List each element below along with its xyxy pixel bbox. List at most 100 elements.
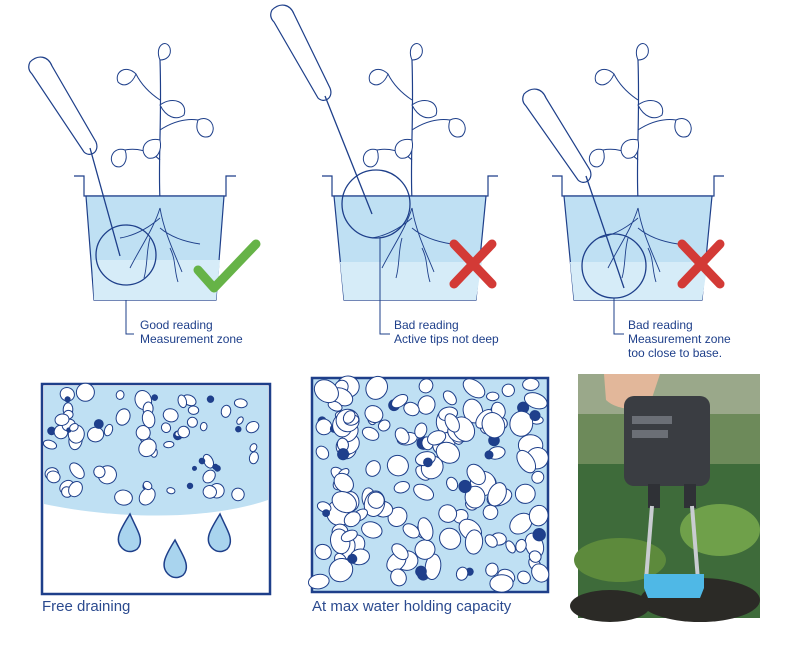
pebble (361, 521, 383, 539)
pebble (75, 382, 95, 402)
water-film (198, 457, 206, 465)
pebble (531, 470, 545, 484)
pebble (486, 391, 500, 402)
pebble (59, 387, 75, 402)
pebble (482, 504, 499, 521)
pebble (42, 439, 58, 450)
pebble (464, 485, 486, 509)
pebble (417, 395, 436, 415)
pebble (114, 489, 133, 506)
caption-bad-reading-base: Bad reading Measurement zone too close t… (628, 318, 731, 360)
sensor-prong (644, 505, 654, 581)
pebble (331, 491, 357, 514)
pebble (103, 423, 114, 437)
pebble (394, 427, 410, 445)
pebble (365, 375, 388, 400)
water-film (93, 419, 104, 429)
pebble (418, 378, 434, 394)
water-film (151, 394, 158, 401)
pebble (245, 420, 260, 434)
probe-rod (585, 175, 625, 289)
check-icon (193, 239, 261, 293)
pebble (528, 504, 549, 527)
pebble (313, 379, 339, 404)
wet-zone (340, 262, 482, 300)
pebble (364, 405, 384, 424)
pot-rim (322, 175, 498, 197)
pebble (515, 538, 527, 553)
caption-line: Bad reading (628, 318, 693, 332)
water-film (529, 410, 541, 422)
water-film (347, 553, 358, 564)
cross-icon (449, 239, 497, 289)
pebble (138, 487, 156, 506)
pebble (46, 470, 61, 484)
probe-rod (89, 147, 121, 257)
water-film (484, 450, 494, 460)
measurement-zone-circle (95, 224, 157, 286)
caption-good-reading: Good reading Measurement zone (140, 318, 243, 346)
pebble (342, 410, 356, 424)
pot-good-reading (28, 42, 261, 335)
water-film (235, 426, 242, 433)
pebble (202, 485, 217, 499)
pebble (413, 483, 435, 501)
pebble (163, 440, 175, 449)
pebble (177, 394, 188, 409)
pebble (528, 550, 542, 563)
caption-bad-reading-shallow: Bad reading Active tips not deep (394, 318, 499, 346)
pebbles (42, 382, 260, 506)
pebble (391, 543, 409, 561)
pebble (220, 404, 232, 418)
pebble (327, 400, 343, 412)
pebble (438, 504, 458, 523)
plant-illustration (362, 42, 466, 201)
pebble (403, 401, 420, 417)
pebble (249, 443, 258, 453)
pebble (162, 408, 179, 423)
probe-handle (522, 88, 592, 183)
pebble (141, 409, 156, 429)
pebble (69, 423, 79, 432)
soil-panel-free-draining (40, 382, 272, 596)
pebble (489, 574, 514, 593)
caption-line: Measurement zone (628, 332, 731, 346)
water-film (64, 396, 71, 403)
pebble (427, 430, 447, 446)
pebble (315, 418, 333, 436)
pebble (424, 553, 442, 581)
cross-icon (677, 239, 725, 289)
pebble (481, 412, 506, 439)
pebble (248, 451, 259, 465)
pebble (442, 390, 457, 406)
pebble (340, 529, 358, 543)
pebble (464, 529, 484, 555)
pebble (367, 491, 385, 509)
callout-line (379, 238, 390, 335)
sensor-photo (570, 374, 760, 622)
pebble (93, 465, 106, 479)
measurement-zone-circle (341, 169, 411, 239)
caption-line: Good reading (140, 318, 213, 332)
probe-handle (270, 4, 332, 101)
water-film (532, 527, 546, 542)
caption-line: Measurement zone (140, 332, 243, 346)
pebble (361, 426, 380, 441)
pebble (446, 476, 459, 491)
pebble (487, 482, 507, 507)
pebble (160, 422, 172, 434)
sensor-prong (690, 505, 700, 581)
pebble (485, 562, 499, 577)
callout-line (125, 300, 134, 335)
water-film (337, 448, 350, 461)
pebble (142, 480, 153, 491)
sensor-body (624, 396, 710, 486)
pebble (466, 463, 486, 486)
pebble (231, 487, 245, 502)
pebble (115, 408, 131, 426)
pebble (307, 573, 330, 590)
pebble (87, 426, 105, 443)
water-film (206, 395, 215, 403)
water-film (423, 457, 433, 468)
